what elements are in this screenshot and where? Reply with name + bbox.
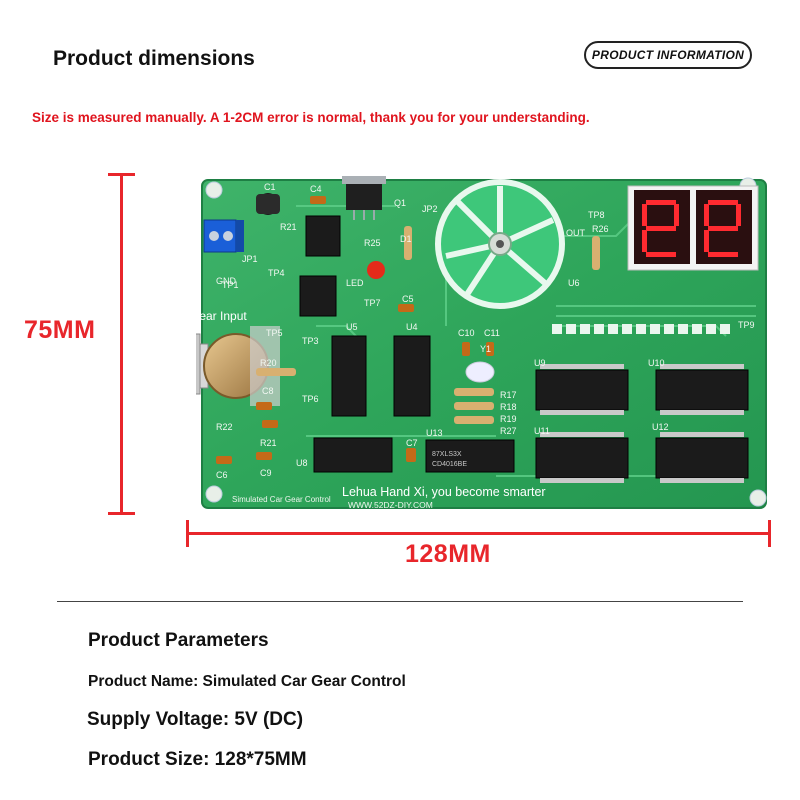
label-r25: R25 xyxy=(364,238,381,248)
label-c4: C4 xyxy=(310,184,322,194)
label-led: LED xyxy=(346,278,364,288)
label-c10: C10 xyxy=(458,328,475,338)
chip-u13-marking-2: CD4016BE xyxy=(432,461,467,468)
section-divider xyxy=(57,601,743,602)
label-tp5: TP5 xyxy=(266,328,283,338)
label-tp7: TP7 xyxy=(364,298,381,308)
label-r27: R27 xyxy=(500,426,517,436)
board-silkscreen-name: Simulated Car Gear Control xyxy=(232,495,331,504)
label-c6: C6 xyxy=(216,470,228,480)
param-supply-voltage: Supply Voltage: 5V (DC) xyxy=(87,709,304,730)
label-d1: D1 xyxy=(400,234,412,244)
width-dimension-cap-right xyxy=(768,520,771,547)
label-r18: R18 xyxy=(500,402,517,412)
label-r21: R21 xyxy=(260,438,277,448)
label-r21b: R21 xyxy=(280,222,297,232)
param-product-name: Product Name: Simulated Car Gear Control xyxy=(88,673,406,690)
label-tp4: TP4 xyxy=(268,268,285,278)
width-dimension-cap-left xyxy=(186,520,189,547)
label-tp9: TP9 xyxy=(738,320,755,330)
label-out: OUT xyxy=(566,228,586,238)
label-u10: U10 xyxy=(648,358,665,368)
label-q1: Q1 xyxy=(394,198,406,208)
board-url: WWW.52DZ-DIY.COM xyxy=(348,500,433,510)
param-product-size: Product Size: 128*75MM xyxy=(88,749,307,770)
board-slogan: Lehua Hand Xi, you become smarter xyxy=(342,485,546,499)
label-c1: C1 xyxy=(264,182,276,192)
label-u6: U6 xyxy=(568,278,580,288)
label-u13: U13 xyxy=(426,428,443,438)
label-r26: R26 xyxy=(592,224,609,234)
label-jp2: JP2 xyxy=(422,204,438,214)
gear-input-label: Gear Input xyxy=(196,309,247,323)
height-dimension-cap-top xyxy=(108,173,135,176)
label-u12: U12 xyxy=(652,422,669,432)
label-tp6: TP6 xyxy=(302,394,319,404)
label-c8: C8 xyxy=(262,386,274,396)
label-tp8: TP8 xyxy=(588,210,605,220)
measurement-notice: Size is measured manually. A 1-2CM error… xyxy=(32,110,590,125)
label-c5: C5 xyxy=(402,294,414,304)
label-c7: C7 xyxy=(406,438,418,448)
label-jp1: JP1 xyxy=(242,254,258,264)
label-r19: R19 xyxy=(500,414,517,424)
label-u4: U4 xyxy=(406,322,418,332)
width-dimension-line xyxy=(188,532,770,535)
label-u8: U8 xyxy=(296,458,308,468)
label-r17: R17 xyxy=(500,390,517,400)
product-information-badge: PRODUCT INFORMATION xyxy=(584,41,752,69)
height-dimension-line xyxy=(120,175,123,515)
parameters-title: Product Parameters xyxy=(88,630,269,651)
label-u5: U5 xyxy=(346,322,358,332)
height-dimension-cap-bottom xyxy=(108,512,135,515)
label-r22: R22 xyxy=(216,422,233,432)
label-c9: C9 xyxy=(260,468,272,478)
label-r20: R20 xyxy=(260,358,277,368)
label-y1: Y1 xyxy=(480,344,491,354)
height-dimension-label: 75MM xyxy=(24,316,96,344)
label-tp3: TP3 xyxy=(302,336,319,346)
width-dimension-label: 128MM xyxy=(405,540,491,568)
label-tp1: TP1 xyxy=(222,280,239,290)
pcb-board-photo: C1 C4 C5 C6 C7 C8 C9 C10 C11 R20 R21 R22… xyxy=(196,176,767,510)
chip-u13-marking-1: 87XLS3X xyxy=(432,451,462,458)
page-title: Product dimensions xyxy=(53,47,255,70)
label-c11: C11 xyxy=(484,328,500,338)
label-u11: U11 xyxy=(534,426,550,436)
label-u9: U9 xyxy=(534,358,546,368)
label-gnd: GND xyxy=(216,276,237,286)
